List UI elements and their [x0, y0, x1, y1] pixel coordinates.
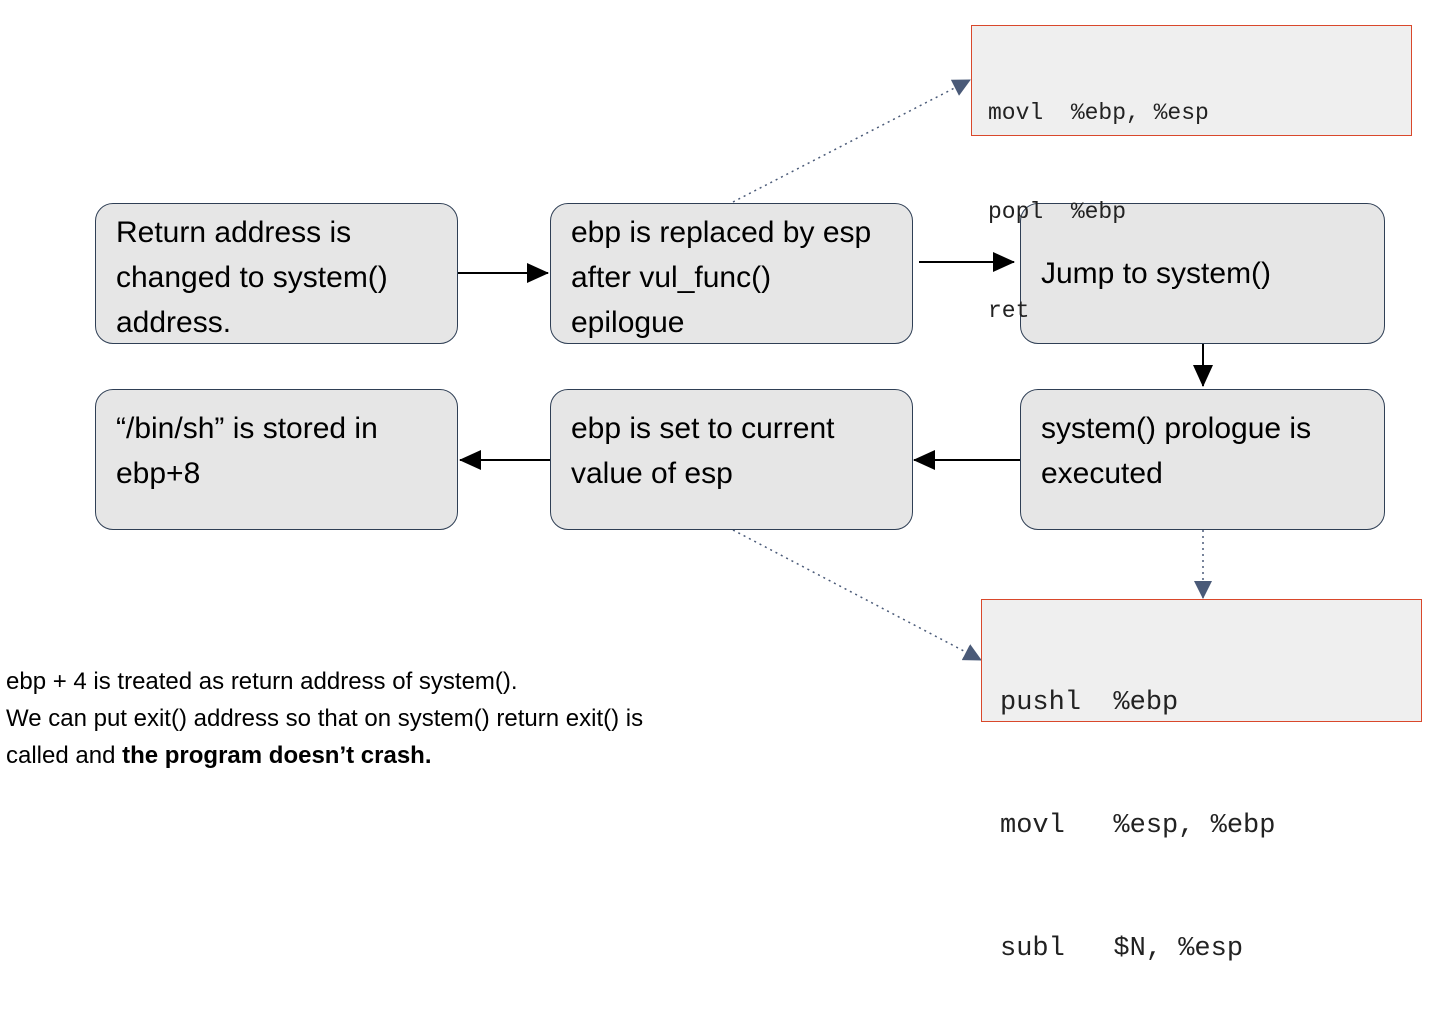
note-line-3: called and the program doesn’t crash.: [6, 737, 906, 774]
node-ebp-set-text: ebp is set to current value of esp: [571, 412, 835, 490]
node-return-address-text: Return address is changed to system() ad…: [116, 216, 388, 339]
code-line: movl %esp, %ebp: [1000, 811, 1276, 841]
explanation-note: ebp + 4 is treated as return address of …: [6, 663, 906, 774]
note-line-3-prefix: called and: [6, 742, 123, 769]
node-ebp-replaced-text: ebp is replaced by esp after vul_func() …: [571, 216, 872, 339]
node-ebp-set: ebp is set to current value of esp: [550, 389, 913, 530]
dotted-arrow-ebp-set-to-code: [732, 529, 982, 661]
note-line-3-bold: the program doesn’t crash.: [122, 742, 432, 769]
arrows-layer: [458, 79, 1213, 661]
node-prologue-executed: system() prologue is executed: [1020, 389, 1385, 530]
epilogue-code-box: movl %ebp, %esp popl %ebp ret: [971, 25, 1412, 324]
code-line: popl %ebp: [988, 199, 1127, 225]
code-line: pushl %ebp: [1000, 688, 1179, 718]
node-return-address: Return address is changed to system() ad…: [95, 203, 458, 344]
note-line-2: We can put exit() address so that on sys…: [6, 705, 644, 732]
node-jump-system: Jump to system(): [1020, 203, 1385, 344]
node-ebp-replaced: ebp is replaced by esp after vul_func() …: [550, 203, 913, 344]
node-jump-system-text: Jump to system(): [1041, 257, 1272, 290]
code-line: subl $N, %esp: [1000, 934, 1244, 964]
dotted-arrow-to-epilogue-code: [732, 79, 971, 203]
note-line-1: ebp + 4 is treated as return address of …: [6, 668, 518, 695]
node-binsh-stored-text: “/bin/sh” is stored in ebp+8: [116, 412, 378, 490]
code-line: ret: [988, 298, 1030, 324]
node-binsh-stored: “/bin/sh” is stored in ebp+8: [95, 389, 458, 530]
prologue-code-box: pushl %ebp movl %esp, %ebp subl $N, %esp: [981, 599, 1422, 964]
code-line: movl %ebp, %esp: [988, 100, 1209, 126]
node-prologue-executed-text: system() prologue is executed: [1041, 412, 1312, 490]
